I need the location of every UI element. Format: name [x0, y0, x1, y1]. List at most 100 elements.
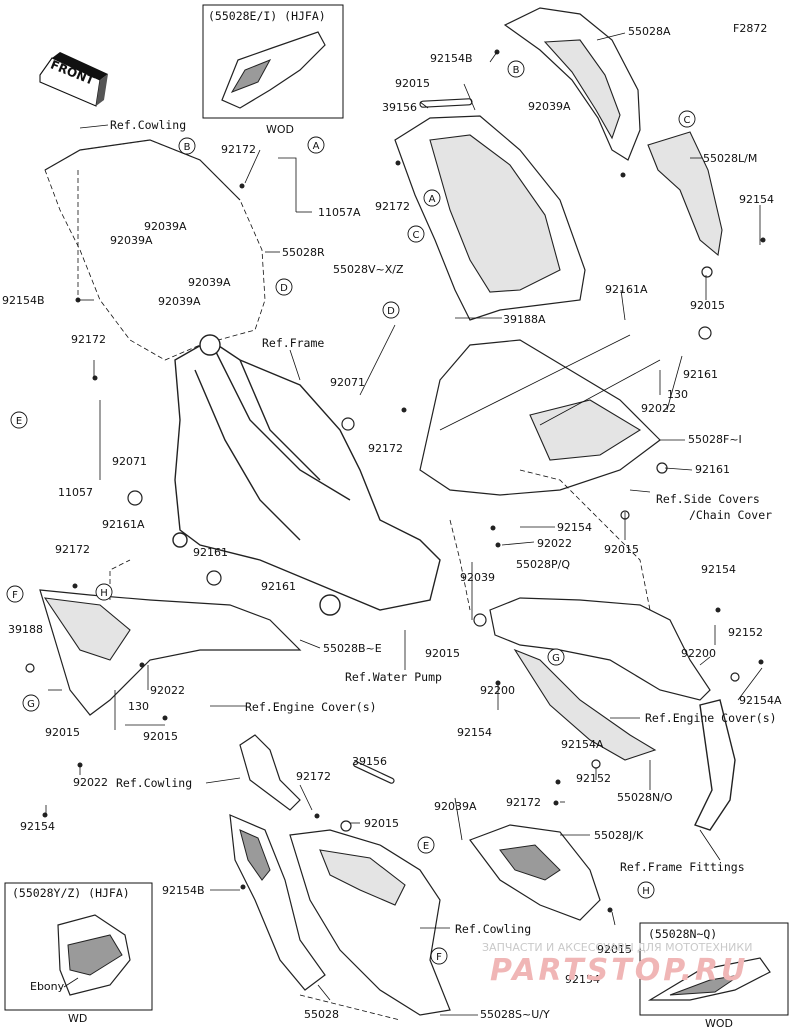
- label-92172-l3: 92172: [55, 543, 90, 556]
- label-92039A-b: 92039A: [434, 800, 477, 813]
- label-92172-b2: 92172: [506, 796, 541, 809]
- label-92152-b: 92152: [576, 772, 611, 785]
- label-92015-t: 92015: [395, 77, 430, 90]
- inner-cowl-window: [529, 399, 642, 461]
- part-labels: F2872 55028A 55028L/M 92154 92015 92161A…: [2, 22, 782, 1021]
- callout-B2: B: [178, 137, 196, 155]
- label-92172-l2: 92172: [71, 333, 106, 346]
- callout-B1: B: [507, 60, 525, 78]
- label-39156-t: 39156: [382, 101, 417, 114]
- label-92154-m3: 92154: [457, 726, 492, 739]
- inset-br-title: (55028N~Q): [648, 927, 717, 941]
- ref-side-covers: Ref.Side Covers: [656, 492, 760, 506]
- ref-engine-cover-l: Ref.Engine Cover(s): [245, 700, 377, 714]
- label-55028J-K: 55028J/K: [594, 829, 644, 842]
- inset-br-tag: WOD: [705, 1017, 733, 1030]
- label-92015-m: 92015: [604, 543, 639, 556]
- label-92161-l2: 92161: [261, 580, 296, 593]
- ref-cowling-1: Ref.Cowling: [110, 118, 186, 132]
- inner-guard: [239, 734, 301, 811]
- label-92071-c: 92071: [330, 376, 365, 389]
- label-130-l: 130: [128, 700, 149, 713]
- label-92161A-l: 92161A: [102, 518, 145, 531]
- label-55028: 55028: [304, 1008, 339, 1021]
- washers: [25, 266, 740, 832]
- label-92154B-t: 92154B: [430, 52, 473, 65]
- watermark-line1: ЗАПЧАСТИ И АКСЕССУАРЫ ДЛЯ МОТОТЕХНИКИ: [482, 941, 752, 954]
- upper-cowl-right-edge: [543, 39, 621, 140]
- cowl-55028s: [289, 829, 451, 1016]
- svg-text:A: A: [429, 194, 436, 205]
- lower-cowl-left-inner: [43, 597, 131, 661]
- callout-G2: G: [547, 648, 565, 666]
- label-92071-l: 92071: [112, 455, 147, 468]
- callout-letters: B C A B A C D D E F H G G E H F: [6, 60, 696, 965]
- cowl-55028jk-dark: [499, 844, 561, 881]
- label-92161A: 92161A: [605, 283, 648, 296]
- label-92015-b2: 92015: [597, 943, 632, 956]
- ref-frame: Ref.Frame: [262, 336, 324, 350]
- label-92154-m2: 92154: [701, 563, 736, 576]
- callout-H2: H: [637, 881, 655, 899]
- label-92015-b: 92015: [364, 817, 399, 830]
- label-92154B-l: 92154B: [2, 294, 45, 307]
- dashed-guides: [77, 170, 651, 1021]
- svg-text:C: C: [413, 230, 420, 241]
- label-92039A-l2: 92039A: [110, 234, 153, 247]
- label-92154-b: 92154: [565, 973, 600, 986]
- lower-cowl-right: [489, 597, 711, 701]
- label-55028V-Z: 55028V~X/Z: [333, 263, 404, 276]
- svg-text:E: E: [423, 841, 429, 852]
- inset-bottom-right: (55028N~Q) WOD: [639, 922, 789, 1030]
- callout-D2: D: [382, 301, 400, 319]
- callout-E1: E: [10, 411, 28, 429]
- callout-G1: G: [22, 694, 40, 712]
- label-92154A-b: 92154A: [561, 738, 604, 751]
- label-92200-m: 92200: [681, 647, 716, 660]
- callout-D1: D: [275, 278, 293, 296]
- label-92152-m: 92152: [728, 626, 763, 639]
- label-92154-m: 92154: [557, 521, 592, 534]
- callout-H1: H: [95, 583, 113, 601]
- ref-water-pump: Ref.Water Pump: [345, 670, 442, 684]
- svg-text:F: F: [436, 952, 442, 963]
- inset-top-title: (55028E/I) (HJFA): [208, 9, 326, 23]
- label-92172-c: 92172: [375, 200, 410, 213]
- inset-bl-tag: WD: [68, 1012, 87, 1025]
- label-92172-t: 92172: [221, 143, 256, 156]
- label-92022-l: 92022: [150, 684, 185, 697]
- inset-bl-title: (55028Y/Z) (HJFA): [12, 886, 130, 900]
- inset-top-tag: WOD: [266, 123, 294, 136]
- fasteners: [42, 49, 766, 913]
- svg-text:G: G: [552, 653, 560, 664]
- front-arrow: FRONT: [39, 52, 108, 107]
- strip-39156-top: [419, 98, 473, 108]
- inset-bl-note: Ebony: [30, 980, 65, 993]
- label-92039-m: 92039: [460, 571, 495, 584]
- inset-bottom-left: (55028Y/Z) (HJFA) Ebony WD: [4, 882, 153, 1025]
- label-92039A-l3: 92039A: [188, 276, 231, 289]
- figure-code: F2872: [733, 22, 767, 35]
- lower-cowl-right-lower: [513, 648, 657, 761]
- strip-39156-bottom: [353, 761, 395, 784]
- label-92015-l2: 92015: [143, 730, 178, 743]
- svg-text:C: C: [684, 115, 691, 126]
- side-panel-lm: [647, 131, 723, 257]
- label-92154A-m: 92154A: [739, 694, 782, 707]
- label-39188A: 39188A: [503, 313, 546, 326]
- callout-F1: F: [6, 585, 24, 603]
- ref-frame-fittings: Ref.Frame Fittings: [620, 860, 745, 874]
- middle-cowl-inner: [429, 134, 561, 293]
- label-55028F-I: 55028F~I: [688, 433, 742, 446]
- label-92154B-b: 92154B: [162, 884, 205, 897]
- svg-text:H: H: [642, 886, 650, 897]
- label-92039A-l1: 92039A: [144, 220, 187, 233]
- reference-labels: Ref.Cowling Ref.Frame Ref.Side Covers /C…: [79, 118, 777, 936]
- label-55028B-E: 55028B~E: [323, 642, 382, 655]
- cowl-55028s-inner: [319, 849, 406, 906]
- svg-text:D: D: [280, 283, 288, 294]
- label-130-r: 130: [667, 388, 688, 401]
- label-92161-l: 92161: [193, 546, 228, 559]
- label-92015-r: 92015: [690, 299, 725, 312]
